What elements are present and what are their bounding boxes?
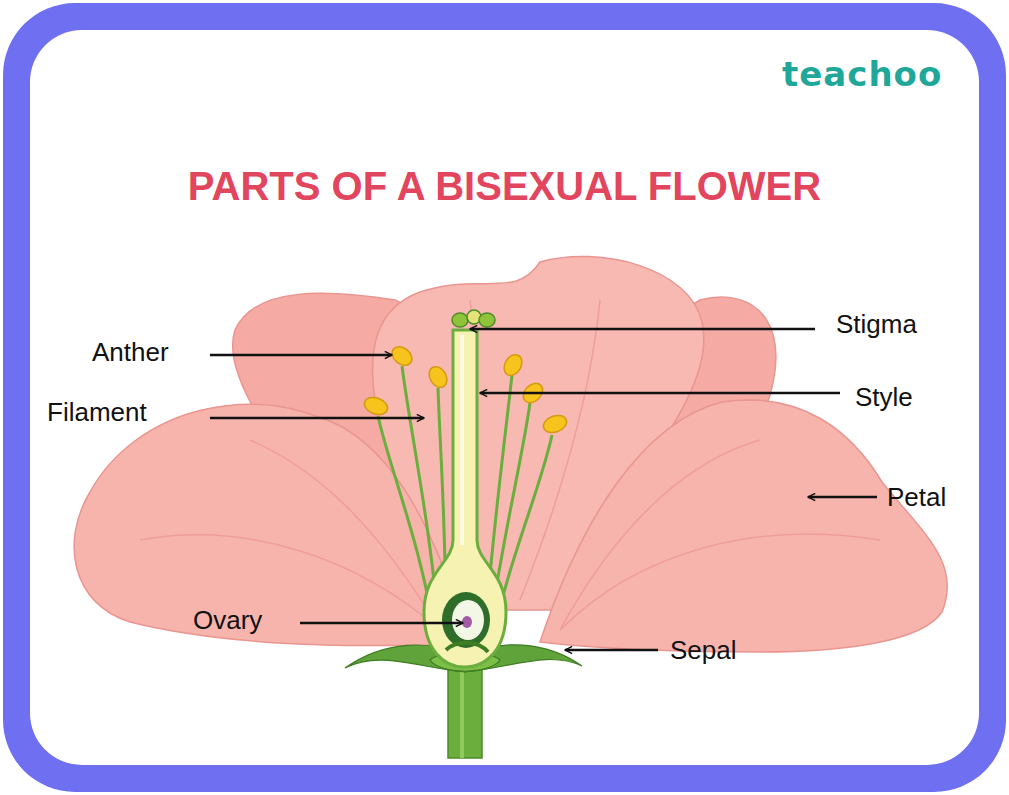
petal-vein [560, 534, 880, 630]
anther [501, 351, 526, 378]
petal-vein [140, 535, 440, 630]
petal [74, 404, 470, 646]
leader-arrow [565, 649, 658, 652]
stem-highlight [460, 665, 464, 758]
stem [448, 660, 482, 758]
ovary-wall [442, 592, 490, 648]
petal [540, 400, 947, 652]
leader-arrow [210, 354, 392, 357]
part-label: Ovary [193, 605, 262, 635]
part-label: Petal [887, 482, 946, 512]
diagram-title: PARTS OF A BISEXUAL FLOWER [0, 162, 1009, 210]
anther [541, 412, 569, 435]
part-label: Style [855, 382, 913, 412]
ovary-base [446, 643, 488, 652]
part-label: Stigma [836, 309, 917, 339]
part-label: Anther [92, 337, 169, 367]
leader-lines [210, 329, 877, 650]
part-label: Sepal [670, 635, 737, 665]
stigma [452, 313, 468, 327]
frame-ground [30, 30, 979, 765]
pistil [424, 330, 506, 667]
anther [362, 394, 390, 417]
leader-arrow [300, 622, 463, 625]
watermark: teachoo [782, 54, 942, 94]
stigma [479, 313, 495, 327]
leader-arrow [480, 392, 840, 395]
leader-arrow [210, 417, 424, 420]
ovary-cavity [452, 600, 484, 640]
anther [388, 343, 415, 369]
leader-arrow [808, 496, 877, 499]
part-label: Filament [47, 397, 147, 427]
petal-vein [560, 440, 760, 630]
style-highlight [460, 335, 464, 545]
frame-border [3, 3, 1006, 792]
leader-arrow [470, 328, 815, 331]
ovule [462, 616, 472, 628]
anther [426, 363, 451, 390]
